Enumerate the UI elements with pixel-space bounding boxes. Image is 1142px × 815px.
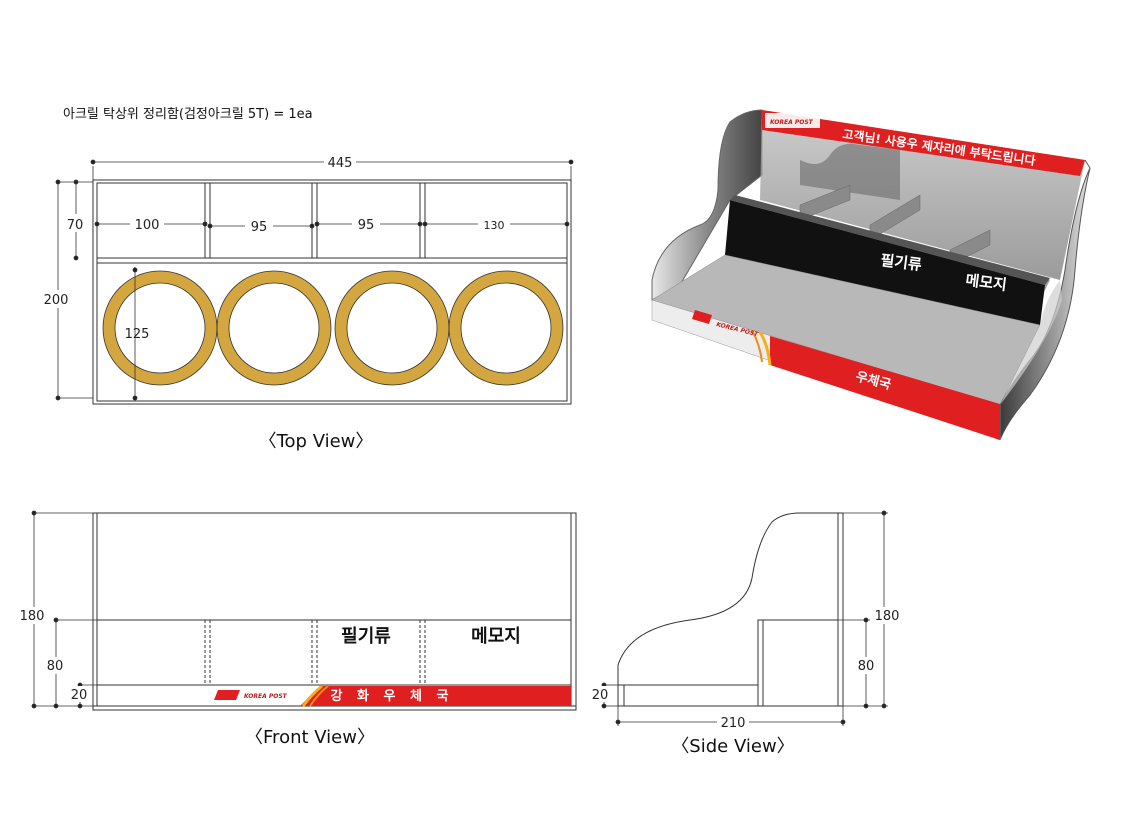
- side-view: [617, 512, 844, 707]
- side-view-dimensions: [601, 510, 888, 726]
- pen-ring-3: [335, 271, 449, 385]
- drawing-title: 아크릴 탁상위 정리함(검정아크릴 5T) = 1ea: [63, 107, 313, 122]
- side-dim-base-height: 20: [592, 688, 609, 703]
- pen-ring-1: [103, 271, 217, 385]
- render-black-front-panel: [725, 200, 1045, 325]
- front-view: [92, 512, 577, 711]
- front-banner-stripes: [301, 684, 329, 707]
- dim-compartment-1: 100: [135, 218, 160, 233]
- pen-ring-4: [449, 271, 563, 385]
- dim-compartment-2: 95: [251, 220, 268, 235]
- dim-overall-depth: 200: [44, 293, 69, 308]
- side-dim-depth: 210: [721, 716, 746, 731]
- side-view-caption: 〈Side View〉: [671, 736, 794, 757]
- front-dim-height: 180: [20, 609, 45, 624]
- side-dim-height: 180: [875, 609, 900, 624]
- pen-holder-rings: [102, 270, 564, 386]
- dim-compartment-4: 130: [484, 219, 505, 232]
- render-label-memo: 메모지: [965, 271, 1008, 294]
- render-front-banner: [770, 336, 1000, 440]
- logo-text: KOREA POST: [244, 693, 288, 700]
- dim-circle-diameter: 125: [125, 327, 150, 342]
- render-back-logo: KOREA POST: [770, 119, 814, 126]
- side-dim-front-height: 80: [858, 659, 875, 674]
- dim-compartment-3: 95: [358, 218, 375, 233]
- front-dim-base-height: 20: [71, 688, 88, 703]
- front-banner: [300, 686, 571, 706]
- pen-ring-2: [217, 271, 331, 385]
- front-dim-front-height: 80: [47, 659, 64, 674]
- label-pens: 필기류: [341, 626, 391, 647]
- front-banner-text: 강 화 우 체 국: [331, 688, 454, 704]
- front-view-caption: 〈Front View〉: [245, 727, 375, 748]
- render-label-pens: 필기류: [880, 251, 923, 274]
- partition-1: [204, 182, 211, 259]
- front-view-outline: [92, 512, 577, 711]
- top-view-inner-outline: [96, 182, 568, 402]
- top-view-caption: 〈Top View〉: [259, 431, 374, 452]
- side-profile: [617, 512, 844, 707]
- render-left-side: [651, 109, 763, 301]
- render-3d: KOREA POST 고객님! 사용우 제자리에 부탁드립니다 필기류 메모지 …: [651, 109, 1091, 441]
- render-back-banner: [762, 110, 1085, 176]
- top-view: [92, 179, 572, 405]
- dim-front-depth: 70: [67, 218, 84, 233]
- dim-overall-width: 445: [328, 156, 353, 171]
- top-view-outline: [92, 179, 572, 405]
- partition-3: [419, 182, 426, 259]
- korea-post-logo: KOREA POST: [214, 690, 288, 700]
- label-memo: 메모지: [471, 626, 521, 647]
- partition-2: [311, 182, 318, 259]
